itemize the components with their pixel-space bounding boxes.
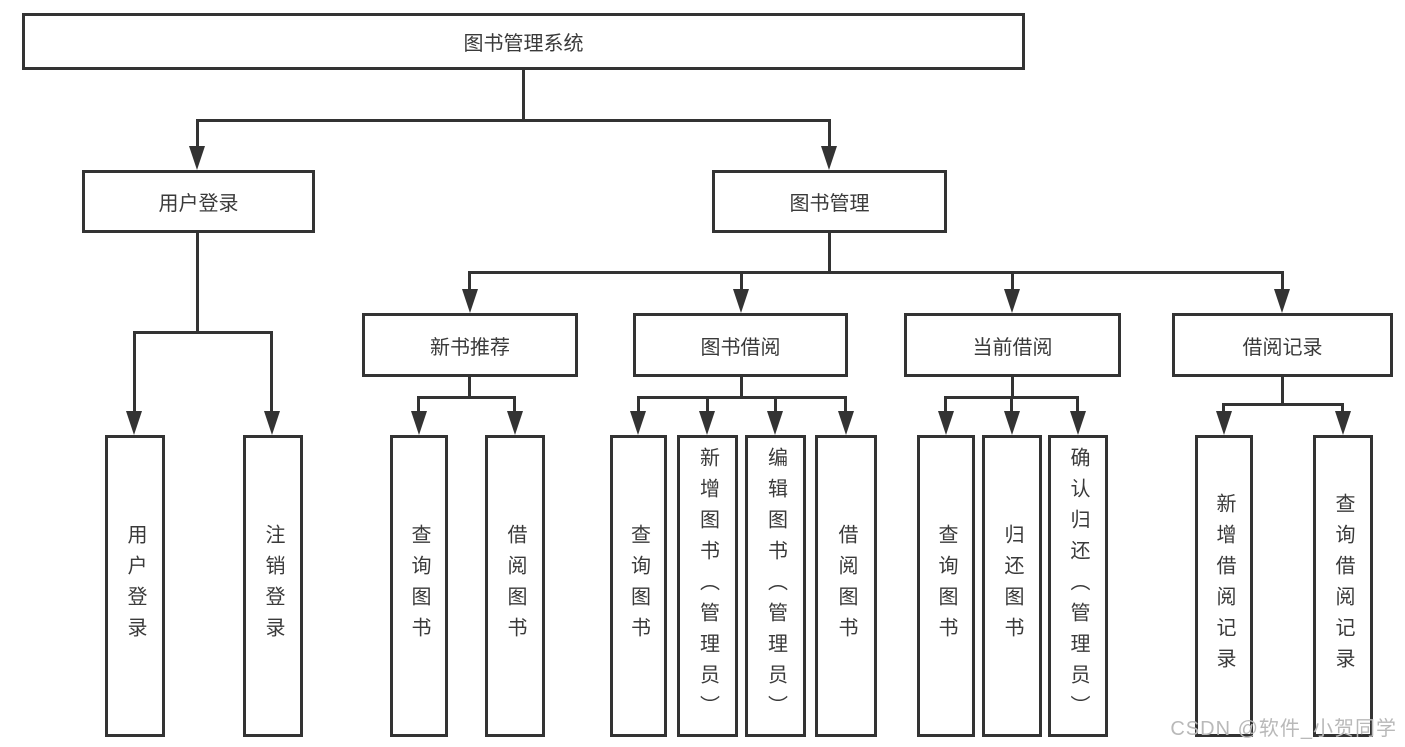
node-new-book-recommendation: 新书推荐 — [362, 313, 578, 377]
arrow-down-icon — [630, 411, 646, 435]
node-cb-return-books: 归还图书 — [982, 435, 1042, 737]
node-br-query-borrow-record: 查询借阅记录 — [1313, 435, 1373, 737]
connector-line — [740, 271, 743, 291]
arrow-down-icon — [1004, 289, 1020, 313]
node-cb-query-books-label: 查询图书 — [935, 524, 957, 648]
csdn-watermark: CSDN @软件_小贺同学 — [1170, 718, 1397, 740]
arrow-down-icon — [767, 411, 783, 435]
arrow-down-icon — [462, 289, 478, 313]
connector-line — [417, 396, 420, 413]
connector-line — [468, 377, 471, 399]
node-bb-query-books: 查询图书 — [610, 435, 667, 737]
node-borrow-records: 借阅记录 — [1172, 313, 1393, 377]
node-user-login-leaf-label: 用户登录 — [124, 524, 146, 648]
node-user-login-label: 用户登录 — [158, 193, 239, 215]
node-cb-confirm-return-admin: 确认归还（管理员） — [1048, 435, 1108, 737]
connector-line — [828, 233, 831, 274]
connector-line — [828, 119, 831, 148]
node-current-borrowing-label: 当前借阅 — [972, 336, 1053, 359]
node-nb-query-books-label: 查询图书 — [408, 524, 430, 648]
connector-line — [133, 331, 136, 413]
arrow-down-icon — [1070, 411, 1086, 435]
connector-line — [196, 119, 831, 122]
node-user-login-leaf: 用户登录 — [105, 435, 165, 737]
node-logout-label: 注销登录 — [262, 524, 284, 648]
connector-line — [1222, 403, 1225, 415]
connector-line — [133, 331, 273, 334]
connector-line — [513, 396, 516, 413]
connector-line — [1076, 396, 1079, 413]
node-book-management-label: 图书管理 — [789, 193, 870, 215]
connector-line — [1281, 377, 1284, 405]
connector-line — [1281, 271, 1284, 291]
node-book-borrowing-label: 图书借阅 — [700, 336, 781, 359]
arrow-down-icon — [1216, 411, 1232, 435]
connector-line — [468, 271, 471, 291]
node-user-login: 用户登录 — [82, 170, 315, 233]
arrow-down-icon — [838, 411, 854, 435]
node-current-borrowing: 当前借阅 — [904, 313, 1121, 377]
connector-line — [1222, 403, 1344, 406]
node-bb-borrow-books: 借阅图书 — [815, 435, 877, 737]
node-library-system-label: 图书管理系统 — [463, 33, 584, 55]
connector-line — [270, 331, 273, 413]
connector-line — [522, 69, 525, 121]
node-bb-edit-books-admin-label: 编辑图书（管理员） — [764, 446, 787, 726]
connector-line — [417, 396, 516, 399]
node-cb-return-books-label: 归还图书 — [1001, 524, 1023, 648]
node-nb-borrow-books: 借阅图书 — [485, 435, 545, 737]
connector-line — [468, 271, 1284, 274]
arrow-down-icon — [1274, 289, 1290, 313]
connector-line — [740, 377, 743, 398]
connector-line — [196, 119, 199, 148]
arrow-down-icon — [126, 411, 142, 435]
node-cb-query-books: 查询图书 — [917, 435, 975, 737]
connector-line — [1011, 271, 1014, 291]
connector-line — [637, 396, 640, 413]
node-bb-add-books-admin: 新增图书（管理员） — [677, 435, 738, 737]
arrow-down-icon — [1335, 411, 1351, 435]
arrow-down-icon — [411, 411, 427, 435]
arrow-down-icon — [507, 411, 523, 435]
node-logout: 注销登录 — [243, 435, 303, 737]
node-bb-add-books-admin-label: 新增图书（管理员） — [696, 446, 719, 726]
node-borrow-records-label: 借阅记录 — [1242, 336, 1323, 359]
node-nb-borrow-books-label: 借阅图书 — [504, 524, 526, 648]
node-new-book-recommendation-label: 新书推荐 — [430, 336, 510, 359]
node-bb-query-books-label: 查询图书 — [627, 524, 650, 648]
connector-line — [774, 396, 777, 413]
arrow-down-icon — [733, 289, 749, 313]
node-bb-edit-books-admin: 编辑图书（管理员） — [745, 435, 806, 737]
arrow-down-icon — [189, 146, 205, 170]
connector-line — [196, 233, 199, 334]
node-book-management: 图书管理 — [712, 170, 947, 233]
arrow-down-icon — [821, 146, 837, 170]
connector-line — [844, 396, 847, 413]
node-nb-query-books: 查询图书 — [390, 435, 448, 737]
node-br-add-borrow-record-label: 新增借阅记录 — [1213, 493, 1235, 679]
connector-line — [944, 396, 947, 413]
node-bb-borrow-books-label: 借阅图书 — [835, 524, 857, 648]
connector-line — [706, 396, 709, 413]
arrow-down-icon — [699, 411, 715, 435]
connector-line — [1011, 377, 1014, 398]
arrow-down-icon — [938, 411, 954, 435]
connector-line — [1341, 403, 1344, 415]
node-library-system: 图书管理系统 — [22, 13, 1025, 70]
connector-line — [1010, 396, 1013, 413]
arrow-down-icon — [264, 411, 280, 435]
node-br-query-borrow-record-label: 查询借阅记录 — [1332, 493, 1354, 679]
node-cb-confirm-return-admin-label: 确认归还（管理员） — [1067, 446, 1089, 726]
connector-line — [637, 396, 847, 399]
node-book-borrowing: 图书借阅 — [633, 313, 848, 377]
node-br-add-borrow-record: 新增借阅记录 — [1195, 435, 1253, 737]
arrow-down-icon — [1004, 411, 1020, 435]
